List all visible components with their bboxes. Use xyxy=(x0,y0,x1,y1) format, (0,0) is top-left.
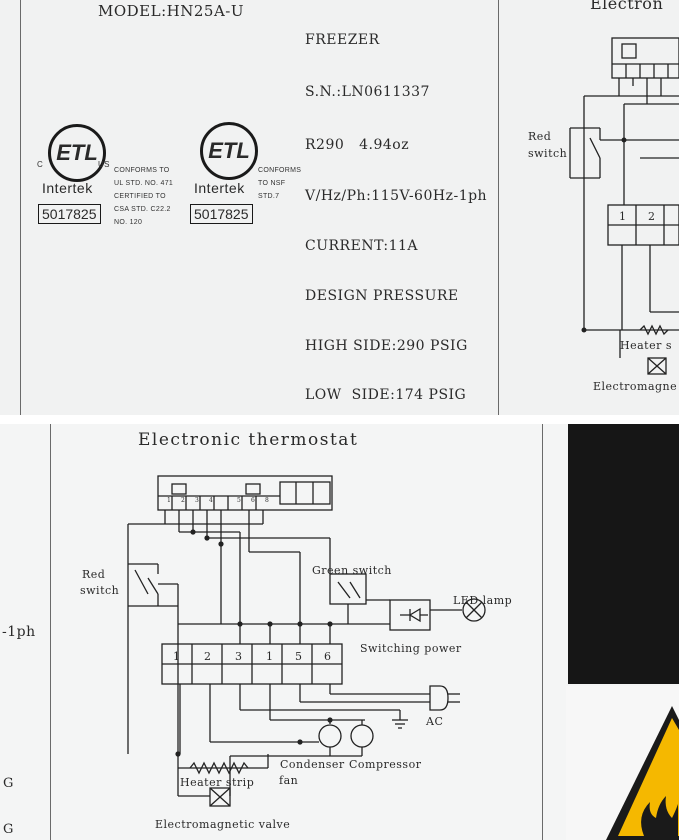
etl-us-mark: US xyxy=(98,160,110,169)
model-text: MODEL:HN25A-U xyxy=(98,2,244,20)
terminal-number: 3 xyxy=(235,650,243,663)
edge-ph-text: -1ph xyxy=(2,624,36,640)
power-text: V/Hz/Ph:115V-60Hz-1ph xyxy=(305,188,488,204)
red-switch-label: switch xyxy=(80,584,120,597)
controller-pin-number: 5 xyxy=(237,497,242,504)
wiring-diagram xyxy=(127,475,486,807)
cert-line: CONFORMS TO xyxy=(114,167,170,174)
right-border-line xyxy=(542,424,543,840)
cert-number: 5017825 xyxy=(190,204,253,224)
diagram-title: Electronic thermostat xyxy=(138,430,359,450)
etl-cert-2: ETL Intertek 5017825 CONFORMS TO NSF STD… xyxy=(188,118,302,228)
left-border-line xyxy=(20,0,21,415)
controller-pin-number: 3 xyxy=(195,497,200,504)
etl-cert-1: ETL C US Intertek 5017825 CONFORMS TO UL… xyxy=(36,118,176,228)
top-diagram-title: Electron xyxy=(590,0,664,13)
top-terminal-1: 1 xyxy=(619,210,627,223)
cert-line: UL STD. NO. 471 xyxy=(114,180,174,187)
terminal-number: 5 xyxy=(295,650,303,663)
edge-g-text: G xyxy=(3,822,14,837)
left-border-line xyxy=(50,424,51,840)
controller-pin-number: 6 xyxy=(251,497,256,504)
flammable-warning-icon xyxy=(606,706,679,840)
terminal-number: 2 xyxy=(204,650,212,663)
etl-logo: ETL xyxy=(200,122,258,180)
top-heater-label: Heater s xyxy=(620,339,672,352)
etl-logo: ETL xyxy=(48,124,106,182)
condenser-fan-label: fan xyxy=(279,774,299,787)
electromagnetic-valve-label: Electromagnetic valve xyxy=(155,818,291,831)
current-text: CURRENT:11A xyxy=(305,238,419,254)
wiring-diagram-photo: -1ph G G Electronic thermostat Red switc… xyxy=(0,424,679,840)
top-terminal-2: 2 xyxy=(648,210,656,223)
heater-strip-label: Heater strip xyxy=(180,776,255,789)
intertek-brand: Intertek xyxy=(42,180,93,196)
cert-line: CSA STD. C22.2 xyxy=(114,206,171,213)
cert-line: CONFORMS xyxy=(258,167,302,174)
design-pressure-text: DESIGN PRESSURE xyxy=(305,288,459,304)
cert-line: CERTIFIED TO xyxy=(114,193,166,200)
refrigerant-text: R290 4.94oz xyxy=(305,137,410,153)
compressor-label: Compressor xyxy=(349,758,422,771)
top-wiring-diagram xyxy=(569,37,679,375)
warning-card xyxy=(566,686,679,840)
top-valve-label: Electromagne xyxy=(593,380,678,393)
top-red-switch-label2: switch xyxy=(528,147,568,160)
controller-pin-number: 4 xyxy=(209,497,214,504)
ac-label: AC xyxy=(426,715,444,728)
condenser-label: Condenser xyxy=(280,758,345,771)
switching-power-label: Switching power xyxy=(360,642,462,655)
type-text: FREEZER xyxy=(305,32,380,48)
serial-text: S.N.:LN0611337 xyxy=(305,84,430,100)
top-red-switch-label: Red xyxy=(528,130,552,143)
red-switch-label: Red xyxy=(82,568,106,581)
controller-pin-number: 8 xyxy=(265,497,270,504)
high-side-text: HIGH SIDE:290 PSIG xyxy=(305,338,468,354)
edge-g-text: G xyxy=(3,776,14,791)
intertek-brand: Intertek xyxy=(194,180,245,196)
label-photo-top: MODEL:HN25A-U FREEZER S.N.:LN0611337 R29… xyxy=(0,0,679,415)
terminal-number: 1 xyxy=(173,650,181,663)
dark-panel xyxy=(568,424,679,684)
thermostat-controller xyxy=(157,475,333,511)
cert-number: 5017825 xyxy=(38,204,101,224)
terminal-number: 6 xyxy=(324,650,332,663)
right-border-line xyxy=(498,0,499,415)
cert-line: STD.7 xyxy=(258,193,280,200)
cert-line: NO. 120 xyxy=(114,219,143,226)
controller-pin-number: 1 xyxy=(167,497,172,504)
terminal-number: 1 xyxy=(266,650,274,663)
cert-line: TO NSF xyxy=(258,180,286,187)
controller-pin-number: 2 xyxy=(181,497,186,504)
etl-c-mark: C xyxy=(37,160,44,169)
low-side-text: LOW SIDE:174 PSIG xyxy=(305,387,467,403)
